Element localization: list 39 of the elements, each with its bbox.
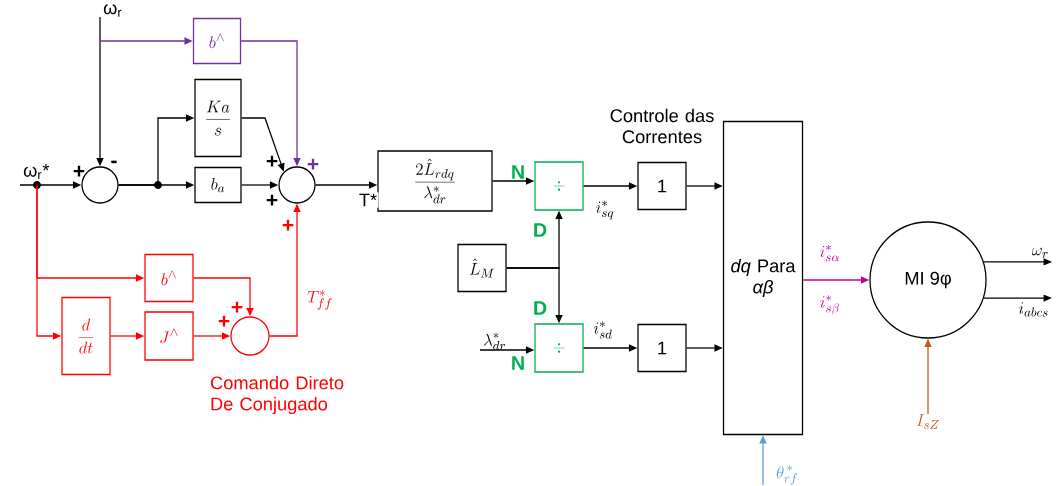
edge-label: $i^*_{s\alpha}$ <box>818 243 842 263</box>
gain-box: $J^{\wedge}$ <box>144 311 194 361</box>
pin-label: N <box>512 356 524 370</box>
pin-label: D <box>534 223 547 237</box>
caption-text: Comando Direto De Conjugado <box>210 375 344 415</box>
signal-label: $i_{abcs}$ <box>1018 302 1048 317</box>
summing-junction <box>230 316 270 356</box>
gain-box: $\frac{2\hat{L}_{rdq}}{\lambda^*_{dr}}$ <box>377 150 493 212</box>
integrator-box: $\frac{Ka}{s}$ <box>194 78 242 158</box>
gain-box: $b_a$ <box>194 166 242 204</box>
sign-label: + <box>282 219 294 231</box>
sign-label: - <box>111 160 117 164</box>
pin-label: N <box>512 165 524 179</box>
pin-label: D <box>534 301 547 315</box>
signal-label: ω$_{r}$ <box>103 4 122 17</box>
sign-label: + <box>266 155 278 167</box>
edge-label: $T^*_{ff}$ <box>305 288 335 312</box>
signal-label: $I_{sZ}$ <box>916 414 939 429</box>
signal-label: $i^*_{s\beta}$ <box>820 295 839 315</box>
derivative-box: $\frac{d}{dt}$ <box>61 296 111 376</box>
gain-box: 1 <box>637 323 687 373</box>
sign-label: + <box>73 165 85 177</box>
edge-label: T* <box>357 192 379 208</box>
sign-label: + <box>266 194 278 206</box>
gain-box: $b^{\wedge}$ <box>192 17 242 65</box>
signal-label: $\lambda^*_{dr}$ <box>484 332 506 350</box>
gain-box: $b^{\wedge}$ <box>144 253 194 303</box>
signal-label: $\omega_r$ <box>1031 247 1048 258</box>
transform-box: dq Para αβ <box>722 120 804 436</box>
sign-label: + <box>307 158 319 170</box>
edge-label: $i^*_{sq}$ <box>594 199 616 221</box>
gain-box: 1 <box>637 161 687 211</box>
signal-label: ω$_{r}$* <box>23 164 50 180</box>
edge-label: $i^*_{sd}$ <box>592 320 614 340</box>
heading-text: Controle das Correntes <box>610 108 714 144</box>
gain-box: $\hat{L}_M$ <box>457 243 507 293</box>
sign-label: + <box>218 315 230 327</box>
signal-label: $\theta^{\,*}_{rf}$ <box>776 465 798 485</box>
sign-label: + <box>231 301 243 313</box>
